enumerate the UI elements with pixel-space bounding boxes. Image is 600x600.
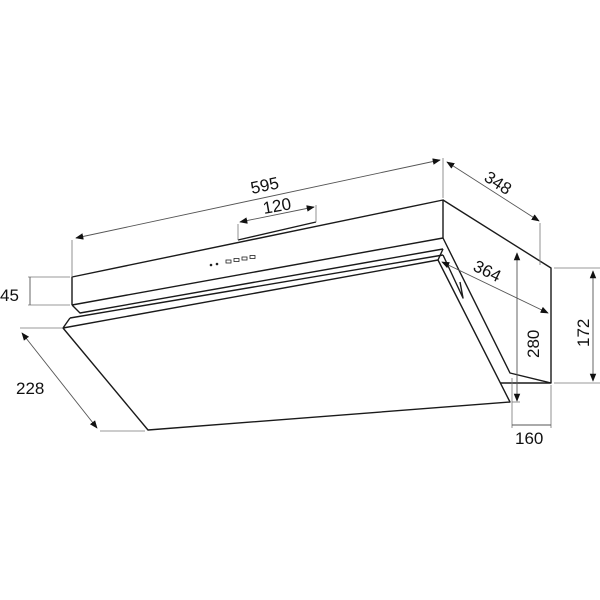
dimension-duct-width: 120 — [237, 194, 317, 240]
control-button — [233, 258, 240, 262]
dimension-label-glass-depth: 228 — [16, 379, 44, 398]
dimension-glass-depth: 228 — [16, 327, 145, 432]
dimension-glass-length: 364 — [441, 257, 549, 314]
dimension-side-height: 172 — [554, 267, 600, 384]
control-button — [249, 255, 256, 259]
trim-strip-lower — [69, 254, 444, 319]
dimension-depth: 348 — [446, 161, 541, 265]
control-button — [241, 256, 248, 261]
dimension-label-front-height: 45 — [0, 286, 19, 305]
trim-strip — [71, 248, 444, 314]
dimension-label-total-height: 280 — [524, 330, 543, 358]
duct-collar — [237, 221, 317, 241]
hood-outline — [62, 199, 552, 431]
dimension-label-duct-width: 120 — [261, 194, 292, 218]
glass-top-edge — [62, 248, 444, 329]
dimension-total-height: 280 — [512, 252, 543, 403]
dimension-front-height: 45 — [0, 276, 70, 306]
upper-body-bottom-edge — [71, 237, 444, 306]
dimension-label-width: 595 — [249, 173, 281, 197]
indicator-dot — [209, 263, 213, 267]
dimension-label-side-height: 172 — [574, 319, 593, 347]
dimension-label-bottom-depth: 160 — [515, 429, 543, 448]
upper-body-front — [71, 199, 444, 305]
indicator-dot — [215, 262, 219, 266]
dimension-label-depth: 348 — [481, 167, 515, 198]
dimension-bottom-depth: 160 — [511, 378, 552, 448]
glass-panel — [62, 259, 511, 431]
control-buttons — [209, 255, 256, 267]
control-button — [225, 259, 232, 264]
dimension-label-glass-length: 364 — [470, 257, 504, 287]
